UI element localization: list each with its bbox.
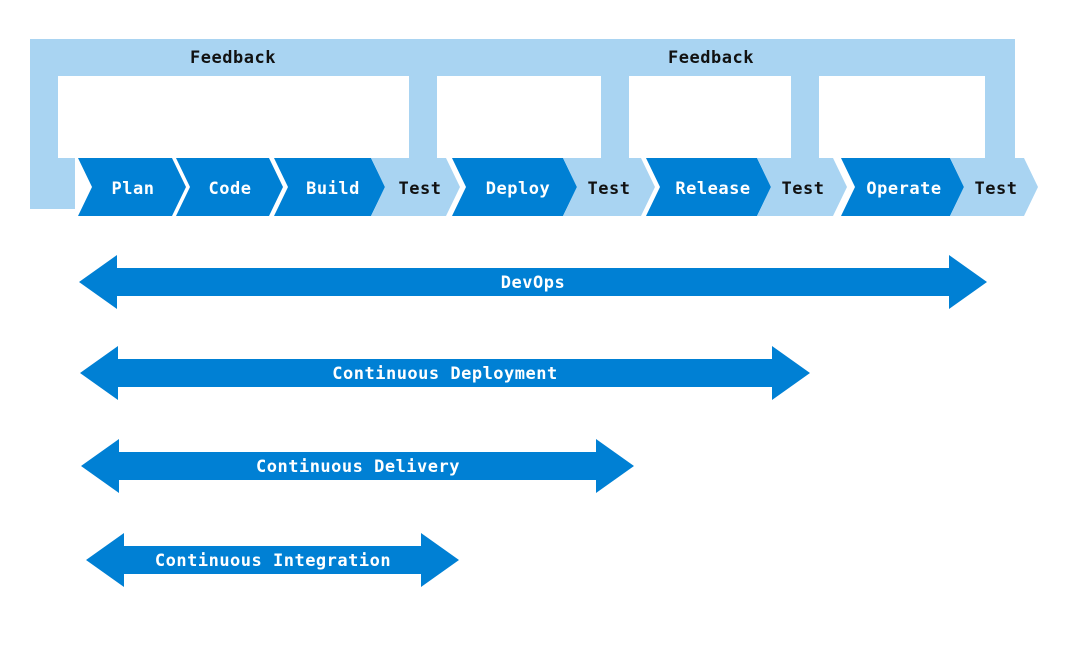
- feedback-drop-test-3: [791, 39, 819, 169]
- stage-test-1-chevron: [371, 158, 460, 216]
- stage-release-label: Release: [675, 179, 750, 199]
- stage-deploy: Deploy: [452, 158, 577, 216]
- stage-test-3-label: Test: [782, 179, 825, 199]
- span-devops-label: DevOps: [501, 273, 565, 293]
- stage-code-chevron: [176, 158, 283, 216]
- span-devops: DevOps: [79, 255, 987, 309]
- span-continuous-delivery-label: Continuous Delivery: [256, 457, 460, 477]
- stage-operate: Operate: [841, 158, 964, 216]
- stage-test-3-chevron: [757, 158, 847, 216]
- stage-build: Build: [274, 158, 385, 216]
- feedback-label-left: Feedback: [190, 48, 276, 68]
- feedback-drop-test-1: [409, 39, 437, 169]
- stage-plan-label: Plan: [112, 179, 155, 199]
- scope-arrows: DevOps Continuous Deployment Continuous …: [79, 255, 987, 587]
- span-devops-arrow: [79, 255, 987, 309]
- feedback-left-foot: [30, 158, 75, 209]
- stage-test-4-label: Test: [975, 179, 1018, 199]
- stage-release-chevron: [646, 158, 771, 216]
- feedback-top-bar: [30, 39, 1015, 76]
- stage-code-label: Code: [209, 179, 252, 199]
- stage-test-2-chevron: [563, 158, 655, 216]
- span-continuous-delivery-arrow: [81, 439, 634, 493]
- stage-release: Release: [646, 158, 771, 216]
- span-continuous-delivery: Continuous Delivery: [81, 439, 634, 493]
- stage-test-1-label: Test: [399, 179, 442, 199]
- span-continuous-deployment-label: Continuous Deployment: [332, 364, 557, 384]
- stage-test-2-label: Test: [588, 179, 631, 199]
- stage-build-label: Build: [306, 179, 360, 199]
- span-continuous-integration-label: Continuous Integration: [155, 551, 391, 571]
- pipeline-stages: Plan Code Build Test Deploy Test Release: [78, 158, 1038, 216]
- stage-deploy-label: Deploy: [486, 179, 550, 199]
- stage-deploy-chevron: [452, 158, 577, 216]
- stage-test-4-chevron: [950, 158, 1038, 216]
- stage-test-2: Test: [563, 158, 655, 216]
- feedback-drop-test-2: [601, 39, 629, 169]
- span-continuous-integration: Continuous Integration: [86, 533, 459, 587]
- stage-code: Code: [176, 158, 283, 216]
- stage-operate-chevron: [841, 158, 964, 216]
- feedback-loop: Feedback Feedback: [30, 39, 1015, 209]
- stage-plan-chevron: [78, 158, 186, 216]
- span-continuous-deployment-arrow: [80, 346, 810, 400]
- span-continuous-integration-arrow: [86, 533, 459, 587]
- stage-test-4: Test: [950, 158, 1038, 216]
- stage-test-1: Test: [371, 158, 460, 216]
- feedback-drop-test-4: [985, 39, 1015, 169]
- stage-test-3: Test: [757, 158, 847, 216]
- feedback-label-right: Feedback: [668, 48, 754, 68]
- stage-plan: Plan: [78, 158, 186, 216]
- span-continuous-deployment: Continuous Deployment: [80, 346, 810, 400]
- stage-operate-label: Operate: [866, 179, 941, 199]
- stage-build-chevron: [274, 158, 385, 216]
